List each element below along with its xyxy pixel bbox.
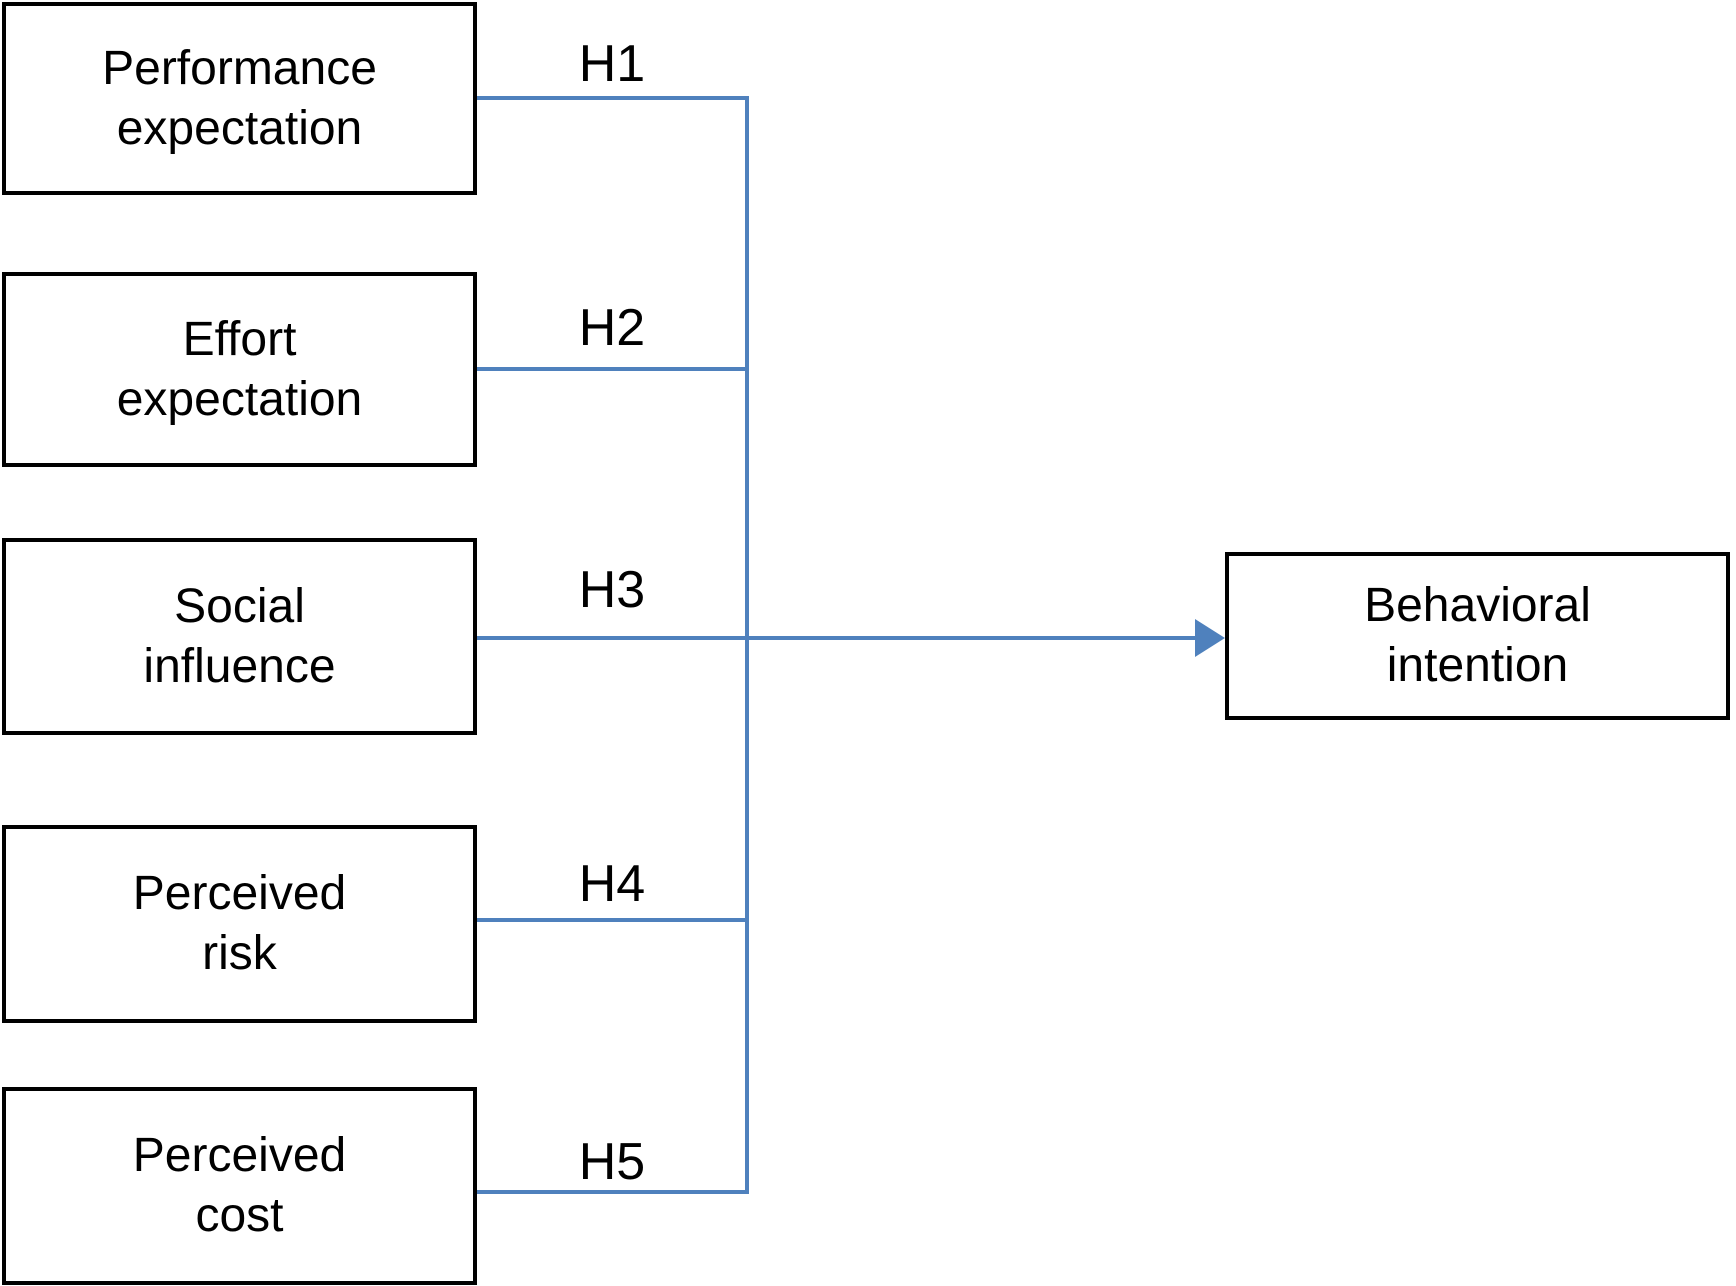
connector-line-h3 <box>477 636 1195 640</box>
box-perceived-cost-label: Perceived cost <box>132 1129 347 1242</box>
connector-line-h4 <box>477 918 747 922</box>
connector-line-h5 <box>477 1190 747 1194</box>
connector-line-vertical <box>745 96 749 1194</box>
box-behavioral-intention-label: Behavioral intention <box>1364 579 1591 692</box>
box-social-influence-label: Social influence <box>143 579 336 693</box>
arrow-head-icon <box>1195 619 1225 657</box>
hypothesis-label-h5: H5 <box>578 1133 646 1191</box>
box-performance-expectation-label: Performance expectation <box>102 41 377 155</box>
box-perceived-risk: Perceived risk <box>2 825 477 1023</box>
box-perceived-cost: Perceived cost <box>2 1087 477 1285</box>
box-social-influence: Social influence <box>2 538 477 735</box>
box-effort-expectation: Effort expectation <box>2 272 477 467</box>
hypothesis-label-h2: H2 <box>578 299 646 357</box>
hypothesis-label-h1: H1 <box>578 35 646 93</box>
box-effort-expectation-label: Effort expectation <box>116 312 363 426</box>
hypothesis-label-h4: H4 <box>578 855 646 913</box>
connector-line-h1 <box>477 96 747 100</box>
box-perceived-risk-label: Perceived risk <box>132 867 347 980</box>
hypothesis-label-h3: H3 <box>578 561 646 619</box>
connector-line-h2 <box>477 367 747 371</box>
box-performance-expectation: Performance expectation <box>2 2 477 195</box>
box-behavioral-intention: Behavioral intention <box>1225 552 1730 720</box>
